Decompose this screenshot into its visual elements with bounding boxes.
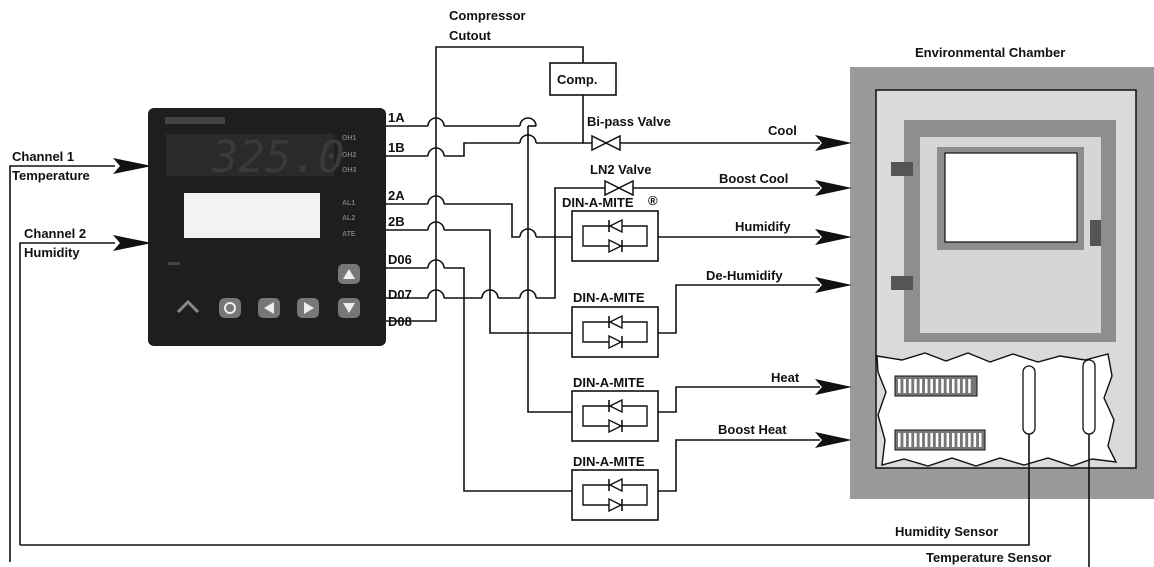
environmental-chamber — [850, 67, 1154, 499]
output-boost-heat: Boost Heat — [718, 422, 787, 437]
channel2-sub: Humidity — [24, 245, 80, 260]
bipass-valve-icon — [591, 134, 621, 152]
din-a-mite-relay-3 — [571, 390, 659, 442]
heater-element-bottom — [894, 429, 986, 451]
din-a-mite-relay-4 — [571, 469, 659, 521]
heater-element-top — [894, 375, 978, 397]
controller-display: 325.0 — [211, 132, 344, 183]
left-arrow-button[interactable] — [258, 298, 280, 318]
up-arrow-button[interactable] — [338, 264, 360, 284]
indicator-2: OH2 — [342, 152, 357, 159]
output-heat: Heat — [771, 370, 800, 385]
terminal-D07: D07 — [388, 287, 412, 302]
din-a-mite-relay-1 — [571, 210, 659, 262]
compressor-label: Comp. — [557, 72, 597, 87]
output-cool: Cool — [768, 123, 797, 138]
ln2-valve-icon — [604, 179, 634, 197]
sensor-wires — [20, 434, 1090, 567]
channel2-label: Channel 2 — [24, 226, 86, 241]
right-arrow-button[interactable] — [297, 298, 319, 318]
terminal-1A: 1A — [388, 110, 405, 125]
terminal-2B: 2B — [388, 214, 405, 229]
compressor-cutout-label-2: Cutout — [449, 28, 492, 43]
control-wires — [386, 46, 820, 492]
home-button[interactable] — [176, 299, 200, 314]
relay-label-1: DIN-A-MITE — [562, 195, 634, 210]
bipass-valve-label: Bi-pass Valve — [587, 114, 671, 129]
output-arrows — [815, 135, 852, 448]
output-humidify: Humidify — [735, 219, 791, 234]
relay-label-4: DIN-A-MITE — [573, 454, 645, 469]
din-a-mite-relay-2 — [571, 306, 659, 358]
infinity-button[interactable] — [219, 298, 241, 318]
ln2-valve-label: LN2 Valve — [590, 162, 651, 177]
terminal-2A: 2A — [388, 188, 405, 203]
indicator-5: AL2 — [342, 215, 355, 222]
indicator-1: OH1 — [342, 135, 357, 142]
chamber-title: Environmental Chamber — [915, 45, 1065, 60]
down-arrow-button[interactable] — [338, 298, 360, 318]
terminal-1B: 1B — [388, 140, 405, 155]
indicator-4: AL1 — [342, 200, 355, 207]
temperature-sensor-label: Temperature Sensor — [926, 550, 1051, 565]
controller: 325.0 OH1 OH2 OH3 AL1 AL2 ATE — [148, 108, 386, 346]
compressor-cutout-label-1: Compressor — [449, 8, 526, 23]
output-wires — [658, 236, 820, 492]
relay-label-3: DIN-A-MITE — [573, 375, 645, 390]
output-dehumidify: De-Humidify — [706, 268, 783, 283]
humidity-sensor-probe — [1022, 365, 1036, 435]
relay-label-2: DIN-A-MITE — [573, 290, 645, 305]
controller-secondary-display — [184, 193, 320, 238]
terminal-D06: D06 — [388, 252, 412, 267]
output-boost-cool: Boost Cool — [719, 171, 788, 186]
channel1-label: Channel 1 — [12, 149, 74, 164]
registered-mark: ® — [648, 193, 658, 208]
humidity-sensor-label: Humidity Sensor — [895, 524, 998, 539]
temperature-sensor-probe — [1082, 359, 1096, 435]
indicator-3: OH3 — [342, 167, 357, 174]
indicator-6: ATE — [342, 231, 356, 238]
input-wires — [9, 158, 152, 562]
channel1-sub: Temperature — [12, 168, 90, 183]
